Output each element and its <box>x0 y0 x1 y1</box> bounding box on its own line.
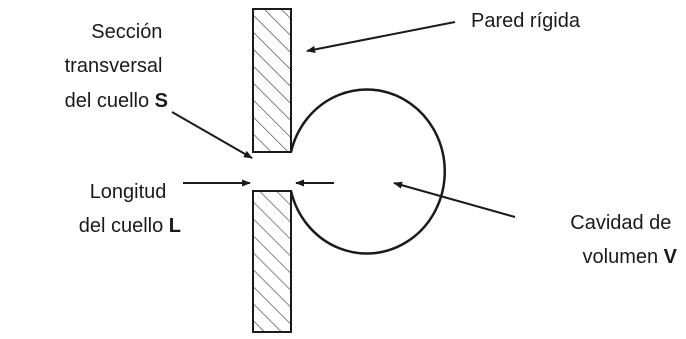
length-label: Longitud del cuello L <box>79 181 181 237</box>
cavity-label: Cavidad de volumen V <box>570 212 677 268</box>
section-label-line2: transversal <box>65 55 163 77</box>
wall-label: Pared rígida <box>471 10 581 32</box>
cavity-outline <box>289 88 447 255</box>
section-label-line3-text: del cuello <box>65 90 155 112</box>
section-symbol: S <box>155 90 168 112</box>
cavity-label-line2-text: volumen <box>583 246 664 268</box>
cavity-symbol: V <box>664 246 678 268</box>
length-label-line1: Longitud <box>90 181 167 203</box>
cavity-arrow <box>393 181 516 218</box>
wall-lower-segment <box>252 190 292 333</box>
length-label-line2-text: del cuello <box>79 215 169 237</box>
section-label: Sección transversal del cuello S <box>65 21 168 112</box>
section-label-line1: Sección <box>91 21 162 43</box>
section-arrow <box>171 111 253 159</box>
cavity-label-line1: Cavidad de <box>570 212 671 234</box>
wall-upper-segment <box>252 8 292 153</box>
length-symbol: L <box>169 215 181 237</box>
wall-arrow <box>306 21 456 53</box>
